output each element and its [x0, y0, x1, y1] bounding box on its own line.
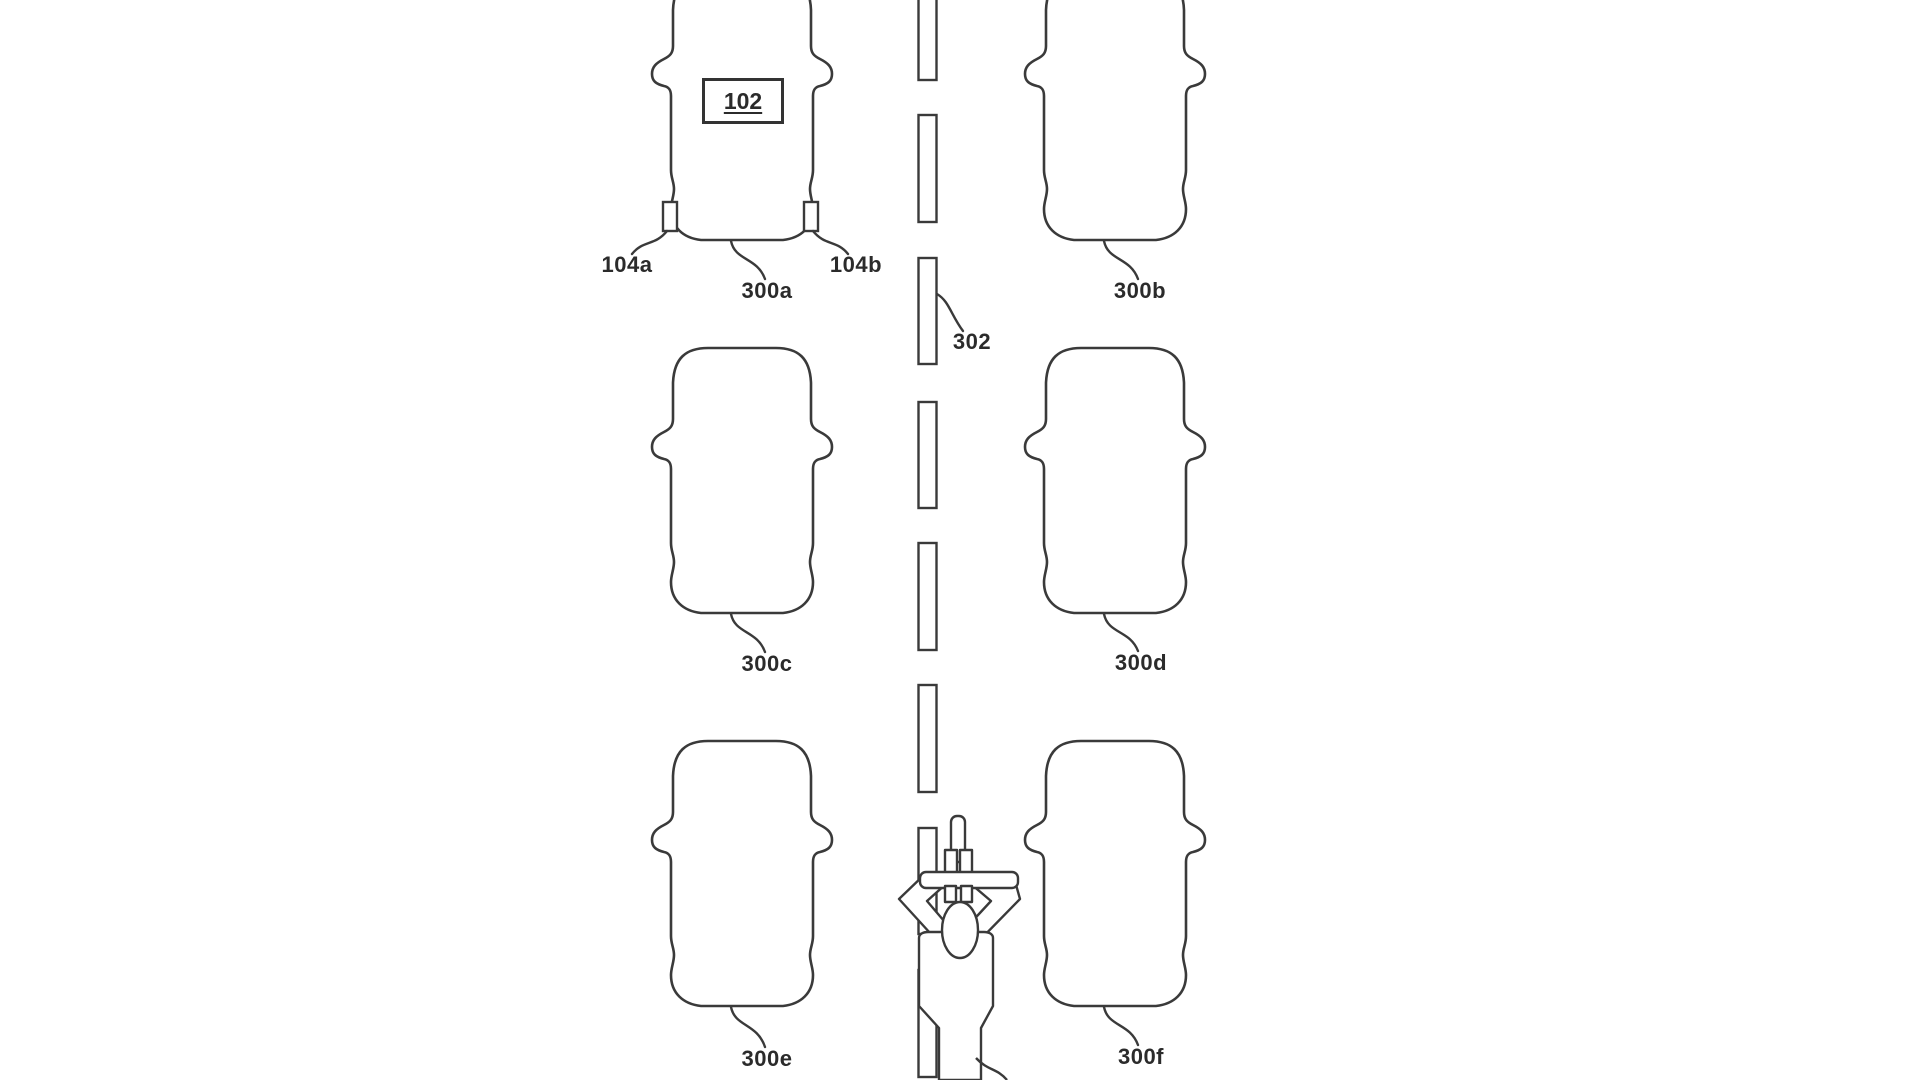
- cyclist-torso: [917, 930, 995, 1080]
- car-300c-outline: [650, 346, 834, 615]
- car-300d-outline: [1023, 346, 1207, 615]
- lane-dash: [917, 541, 938, 652]
- ref-label-102: 102: [723, 87, 763, 114]
- leader-300d: [1102, 612, 1140, 653]
- bicycle-stem-icon: [959, 884, 974, 904]
- ref-label-300f: 300f: [1117, 1044, 1165, 1069]
- leader-300f: [1102, 1005, 1140, 1047]
- leader-104a: [630, 229, 669, 256]
- lane-dash: [917, 0, 938, 82]
- leader-300c: [729, 612, 767, 654]
- ref-label-300d: 300d: [1114, 650, 1168, 675]
- leader-300a: [729, 239, 767, 281]
- car-300b-outline: [1023, 0, 1207, 242]
- leader-lines: [630, 229, 1140, 1049]
- cyclist-leg-line: [975, 1057, 1008, 1080]
- car-300f-outline: [1023, 739, 1207, 1008]
- cyclist-figure: [897, 814, 1022, 1080]
- leader-300e: [729, 1005, 767, 1049]
- bicycle-stem-icon: [943, 884, 958, 904]
- sensor-104b-icon: [802, 200, 820, 233]
- ref-label-104b: 104b: [829, 252, 883, 277]
- sensor-104a-icon: [661, 200, 679, 233]
- ref-label-302: 302: [952, 329, 992, 354]
- ref-label-300c: 300c: [741, 651, 793, 676]
- ref-label-300e: 300e: [741, 1046, 793, 1071]
- leader-104b: [811, 229, 850, 256]
- lane-dash: [917, 256, 938, 366]
- ref-box-102: 102: [702, 78, 784, 124]
- ref-label-300b: 300b: [1113, 278, 1167, 303]
- ref-label-300a: 300a: [741, 278, 793, 303]
- lane-dash: [917, 400, 938, 510]
- lane-dash: [917, 683, 938, 794]
- car-300e-outline: [650, 739, 834, 1008]
- ref-label-104a: 104a: [601, 252, 653, 277]
- leader-300b: [1102, 239, 1140, 281]
- lane-dash: [917, 113, 938, 224]
- cyclist-head: [940, 900, 980, 960]
- bicycle-fork-icon: [958, 848, 974, 876]
- bicycle-fork-icon: [943, 848, 959, 876]
- ego-vehicle-sensors: [661, 200, 820, 233]
- leader-302: [935, 292, 965, 333]
